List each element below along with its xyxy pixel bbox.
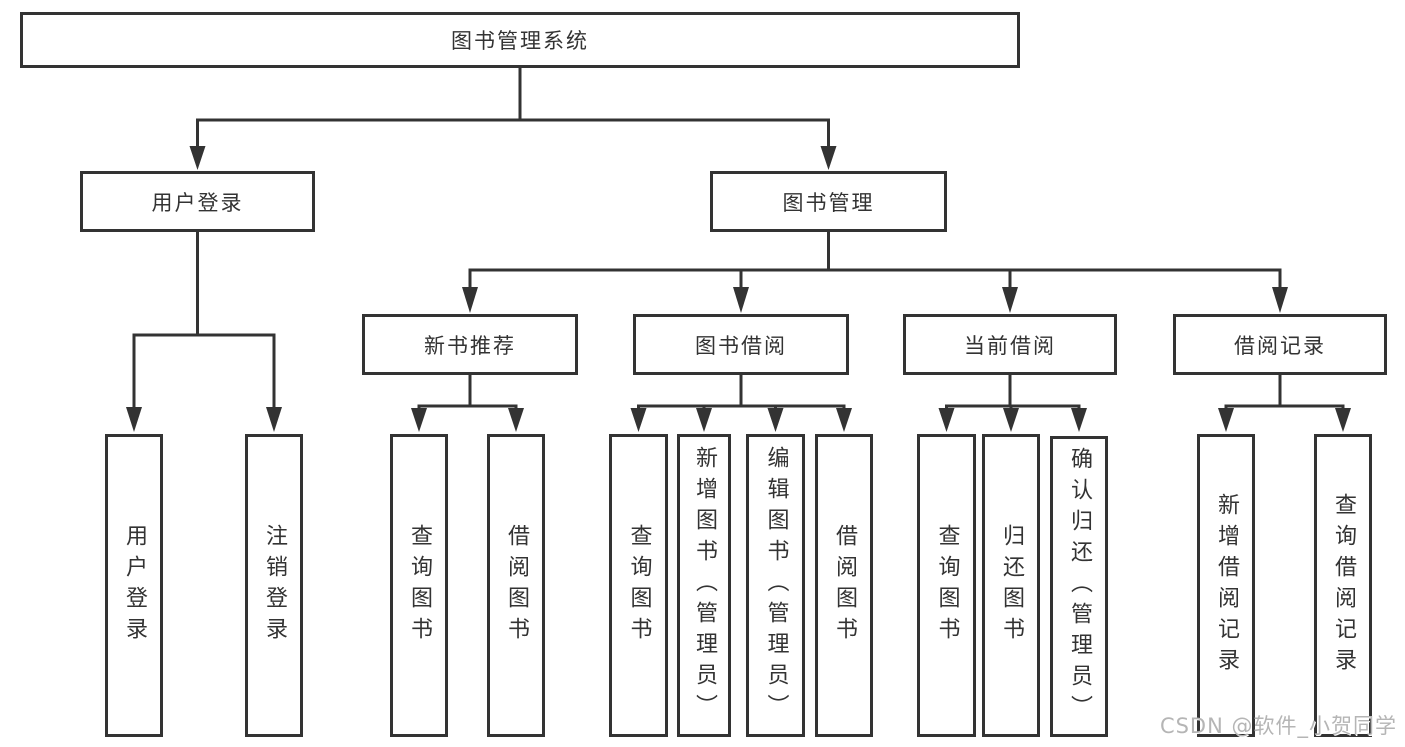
connector-book-management-to-branches [462,232,1288,313]
connector-root-to-branches [189,68,837,170]
leaf-query-books-borrowing: 查询图书 [609,434,668,737]
arrowhead-down [508,408,524,432]
connector-book-borrowing-to-leaves [630,375,852,432]
leaf-user-login: 用户登录 [105,434,163,737]
leaf-edit-book-admin: 编辑图书（管理员） [746,434,805,737]
arrowhead-down [733,287,749,313]
leaf-query-borrow-record: 查询借阅记录 [1314,434,1372,737]
arrowhead-down [1335,408,1351,432]
arrowhead-down [767,408,784,432]
arrowhead-down [836,408,852,432]
arrowhead-down [696,408,712,432]
arrowhead-down [1071,408,1087,432]
arrowhead-down [1003,408,1019,432]
leaf-return-books: 归还图书 [982,434,1040,737]
connector-new-book-recommendation-to-leaves [411,375,524,432]
leaf-query-books-current: 查询图书 [917,434,976,737]
arrowhead-down [1272,287,1288,313]
arrowhead-down [462,287,478,313]
arrowhead-down [938,408,955,432]
arrowhead-down [189,146,206,170]
arrowhead-down [630,408,647,432]
leaf-add-borrow-record: 新增借阅记录 [1197,434,1255,737]
node-book-management: 图书管理 [710,171,947,232]
csdn-watermark: CSDN @软件_小贺同学 [1159,714,1397,738]
leaf-confirm-return-admin: 确认归还（管理员） [1050,436,1108,737]
leaf-add-book-admin: 新增图书（管理员） [677,434,731,737]
connector-user-login-to-leaves [126,232,282,432]
leaf-borrow-books-recommend: 借阅图书 [487,434,545,737]
leaf-query-books-recommend: 查询图书 [390,434,448,737]
arrowhead-down [126,407,142,432]
leaf-logout: 注销登录 [245,434,303,737]
arrowhead-down [1218,408,1234,432]
connector-borrowing-records-to-leaves [1218,375,1351,432]
node-borrowing-records: 借阅记录 [1173,314,1387,375]
arrowhead-down [411,408,427,432]
connector-current-borrowing-to-leaves [938,375,1087,432]
node-new-book-recommendation: 新书推荐 [362,314,578,375]
arrowhead-down [266,407,282,432]
arrowhead-down [1002,287,1018,313]
node-user-login: 用户登录 [80,171,315,232]
leaf-borrow-books-borrowing: 借阅图书 [815,434,873,737]
node-book-borrowing: 图书借阅 [633,314,849,375]
node-current-borrowing: 当前借阅 [903,314,1117,375]
node-library-system: 图书管理系统 [20,12,1020,68]
arrowhead-down [820,146,837,170]
